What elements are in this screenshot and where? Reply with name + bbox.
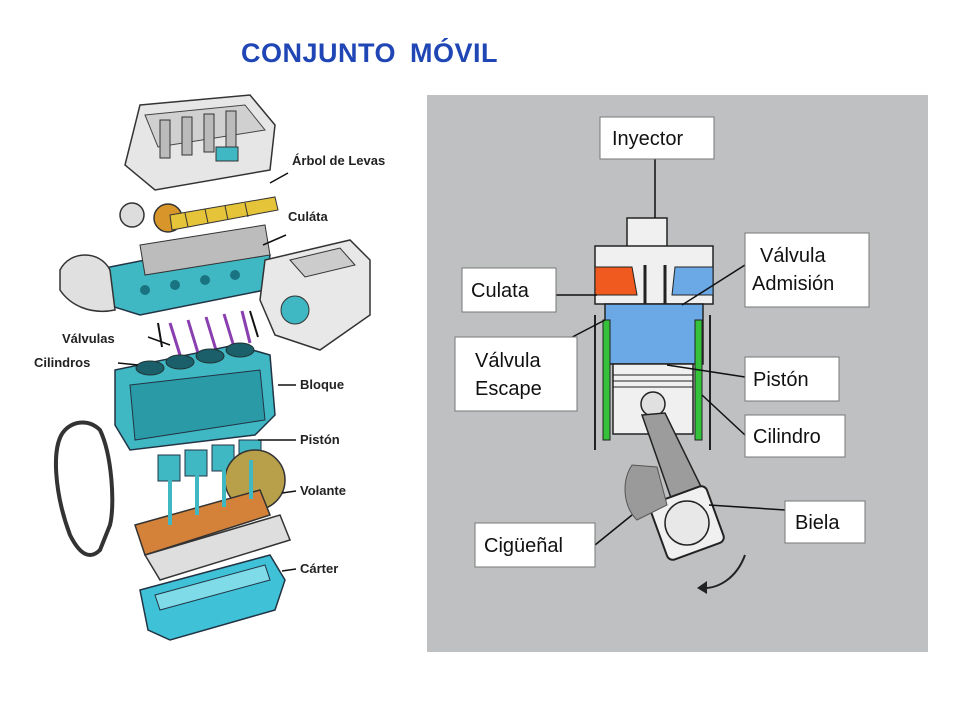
label-piston-section: Pistón xyxy=(753,369,809,391)
label-arbol-levas: Árbol de Levas xyxy=(292,153,385,168)
crankshaft xyxy=(134,460,271,556)
box-inyector: Inyector xyxy=(599,116,715,160)
label-culata: Culáta xyxy=(288,209,329,224)
cylinder-wall-right xyxy=(694,319,703,441)
box-valvula-admision: Válvula Admisión xyxy=(744,232,870,308)
box-cilindro: Cilindro xyxy=(744,414,846,458)
engine-block xyxy=(114,342,276,451)
valves xyxy=(157,310,259,356)
oil-pan xyxy=(139,554,286,641)
combustion-chamber xyxy=(604,303,704,365)
label-biela: Biela xyxy=(795,512,840,534)
culata-section xyxy=(594,245,714,310)
label-cilindro: Cilindro xyxy=(753,426,821,448)
intake-manifold xyxy=(259,239,371,351)
cylinder-section-diagram: Inyector Válvula Admisión Culata Válvula… xyxy=(427,95,928,652)
page-title: CONJUNTO MÓVIL xyxy=(241,38,499,68)
label-valvula-escape-1: Válvula xyxy=(475,350,541,372)
label-valvulas: Válvulas xyxy=(62,331,115,346)
valve-cover xyxy=(124,94,276,191)
crankshaft-counterweight xyxy=(624,464,668,521)
box-piston: Pistón xyxy=(744,356,840,402)
box-biela: Biela xyxy=(784,500,866,544)
label-ciguenal: Cigüeñal xyxy=(484,535,563,557)
cylinder-wall-left xyxy=(602,319,611,441)
label-volante: Volante xyxy=(300,483,346,498)
exploded-engine-diagram: Árbol de Levas Culáta Válvulas Cilindros… xyxy=(34,94,385,641)
camshaft xyxy=(119,196,279,233)
label-cilindros: Cilindros xyxy=(34,355,90,370)
label-bloque: Bloque xyxy=(300,377,344,392)
bedplate xyxy=(143,514,291,581)
exhaust-manifold xyxy=(59,254,116,312)
label-valvula-escape-2: Escape xyxy=(475,378,542,400)
label-valvula-admision-1: Válvula xyxy=(760,245,826,267)
box-valvula-escape: Válvula Escape xyxy=(454,336,578,412)
box-culata: Culata xyxy=(461,267,557,313)
box-ciguenal: Cigüeñal xyxy=(474,522,596,568)
exploded-leaders xyxy=(117,172,297,572)
label-carter: Cárter xyxy=(300,561,338,576)
label-valvula-admision-2: Admisión xyxy=(752,273,834,295)
connecting-rod xyxy=(640,412,725,561)
label-culata-section: Culata xyxy=(471,280,530,302)
label-piston: Pistón xyxy=(300,432,340,447)
label-inyector: Inyector xyxy=(612,128,683,150)
timing-belt xyxy=(54,420,115,557)
cylinder-head xyxy=(91,224,271,316)
